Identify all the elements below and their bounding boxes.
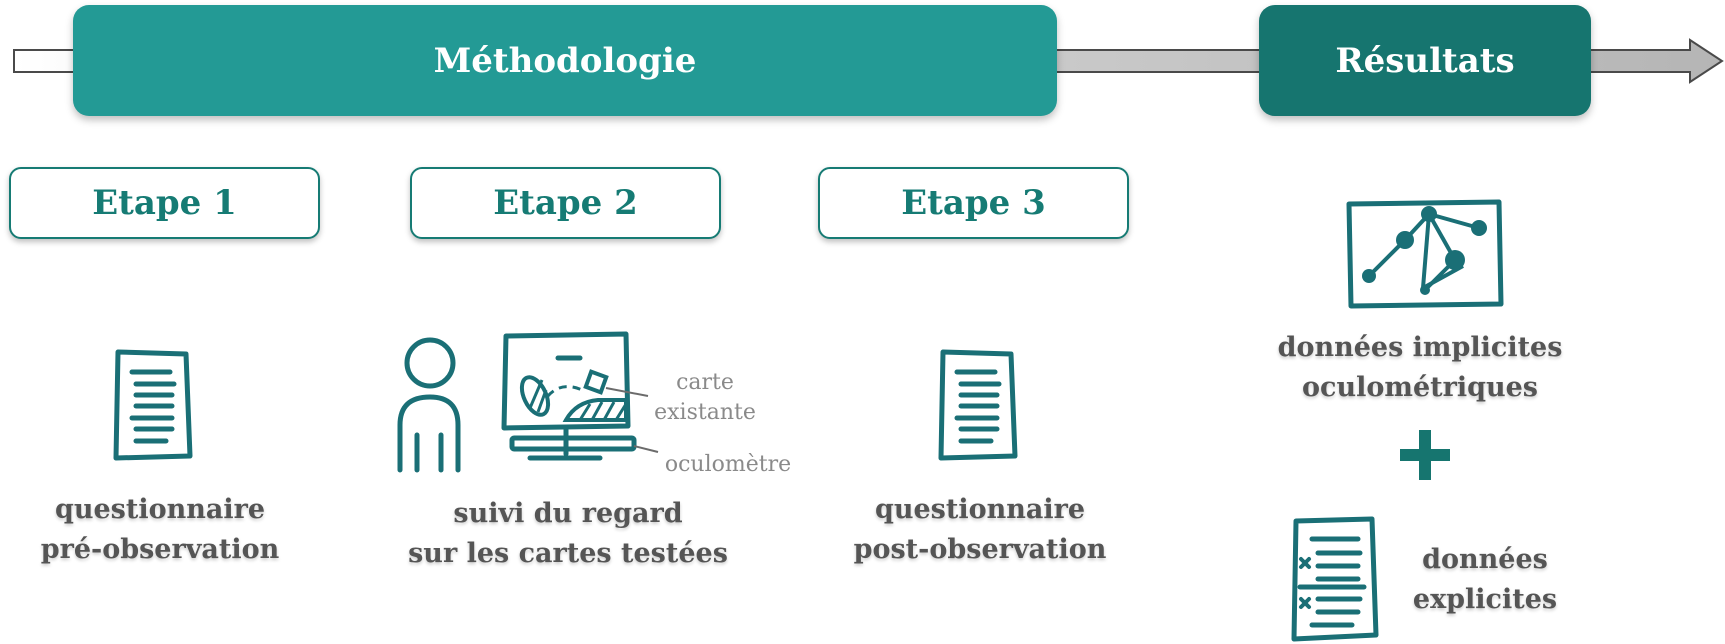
step-2-label: Etape 2 [493, 183, 638, 223]
map-label-line1: carte [676, 370, 734, 395]
eye-tracker-label: oculomètre [663, 450, 793, 480]
step-1-box: Etape 1 [9, 167, 320, 239]
gaze-path-map-icon [1346, 199, 1504, 309]
step-2-caption-line2: sur les cartes testées [408, 538, 728, 569]
questionnaire-icon [113, 349, 193, 461]
eye-tracking-setup-icon [397, 331, 659, 473]
step-2-box: Etape 2 [410, 167, 721, 239]
map-label-line2: existante [654, 400, 756, 425]
step-1-caption: questionnaire pré-observation [0, 490, 320, 570]
step-2-caption: suivi du regard sur les cartes testées [400, 494, 736, 574]
eye-tracker-label-text: oculomètre [664, 452, 792, 477]
map-label: carte existante [650, 368, 760, 428]
results-label: Résultats [1335, 40, 1515, 81]
step-3-caption: questionnaire post-observation [830, 490, 1130, 570]
explicit-data-caption: données explicites [1400, 540, 1570, 620]
results-banner: Résultats [1259, 5, 1591, 116]
methodology-banner: Méthodologie [73, 5, 1057, 116]
monitor-icon [501, 331, 631, 431]
explicit-data-line2: explicites [1412, 584, 1558, 615]
step-3-caption-line1: questionnaire [874, 494, 1086, 525]
step-1-caption-line1: questionnaire [54, 494, 266, 525]
checklist-icon [1291, 516, 1379, 642]
step-2-caption-line1: suivi du regard [453, 498, 683, 529]
implicit-data-caption: données implicites oculométriques [1270, 328, 1570, 408]
implicit-data-line2: oculométriques [1302, 372, 1538, 403]
explicit-data-line1: données [1422, 544, 1548, 575]
step-3-label: Etape 3 [901, 183, 1046, 223]
methodology-label: Méthodologie [433, 40, 697, 81]
step-1-label: Etape 1 [92, 183, 237, 223]
step-3-caption-line2: post-observation [853, 534, 1107, 565]
questionnaire-icon [938, 349, 1018, 461]
step-3-box: Etape 3 [818, 167, 1129, 239]
person-icon [404, 337, 456, 389]
plus-icon [1400, 430, 1450, 480]
eye-tracker-icon [509, 435, 637, 452]
step-1-caption-line2: pré-observation [40, 534, 280, 565]
implicit-data-line1: données implicites [1277, 332, 1563, 363]
